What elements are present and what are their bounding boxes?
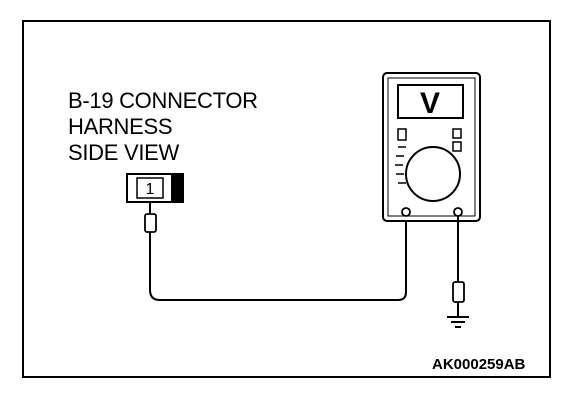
multimeter: V: [382, 72, 481, 222]
meter-dial-scale: [395, 146, 406, 184]
connector-label: B-19 CONNECTOR HARNESS SIDE VIEW: [68, 88, 258, 166]
figure-code: AK000259AB: [432, 356, 526, 373]
meter-display-symbol: V: [420, 87, 440, 120]
meter-jack-positive: [401, 207, 411, 217]
meter-button-right-bottom: [452, 141, 462, 152]
connector-title-line-2: HARNESS: [68, 114, 173, 139]
meter-button-right-top: [452, 128, 462, 139]
meter-jack-negative: [453, 207, 463, 217]
connector-pin-number: 1: [146, 181, 155, 198]
ground-lead: [452, 216, 465, 316]
connector-b19: 1: [126, 173, 184, 203]
test-lead: [149, 214, 407, 301]
figure-frame: [22, 20, 551, 378]
meter-button-left: [397, 128, 407, 141]
connector-probe: [144, 202, 157, 233]
ground-icon: [447, 316, 469, 328]
connector-title-line-1: B-19 CONNECTOR: [68, 88, 258, 113]
meter-rotary-dial: [405, 146, 461, 202]
connector-title-line-3: SIDE VIEW: [68, 140, 179, 165]
